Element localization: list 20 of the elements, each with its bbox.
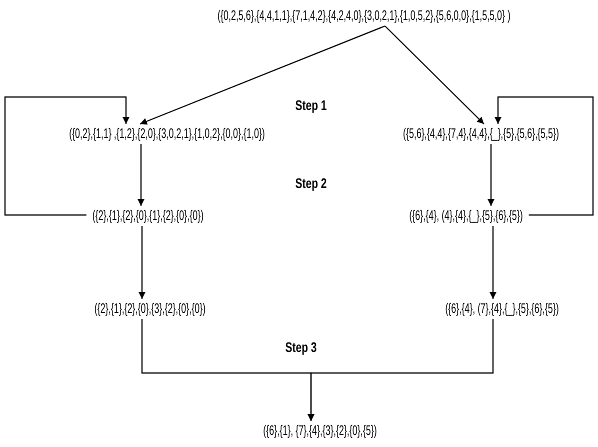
step-label: Step 3 bbox=[285, 339, 317, 355]
arrow bbox=[308, 319, 494, 421]
set-sequence: ({0,2},{1,1} ,{1,2},{2,0},{3,0,2,1},{1,0,2},{0,0},{1,0}) bbox=[69, 125, 265, 141]
arrow bbox=[140, 25, 386, 125]
set-sequence: ({6},{4}, (7},{4},{_},{5},{6},{5}) bbox=[445, 300, 559, 316]
set-sequence: ({0,2,5,6},{4,4,1,1},{7,1,4,2},{4,2,4,0},{3,0,2,1},{1,0,5,2},{5,6,0,0},{1,5,5,0} ) bbox=[218, 7, 510, 23]
set-sequence: ({6},{1}, {7},{4},{3},{2},{0},{5}) bbox=[263, 422, 377, 438]
set-sequence: ({5,6},{4,4},{7,4},{4,4},{_},{5},{5,6},{5,5}) bbox=[403, 125, 559, 141]
set-sequence: ({6},{4}, (4},{4},{_},{5},{6},{5}) bbox=[409, 207, 523, 223]
arrow bbox=[490, 226, 496, 299]
arrow bbox=[138, 226, 146, 299]
step-label: Step 1 bbox=[295, 97, 327, 113]
set-sequence: ({2},{1},{2},{0},{3},{2},{0},{0}) bbox=[94, 300, 206, 316]
arrow bbox=[384, 26, 484, 124]
arrow bbox=[138, 144, 144, 206]
set-sequence: ({2},{1},{2},{0},{1},{2},{0},{0}) bbox=[92, 207, 204, 223]
arrow bbox=[488, 144, 494, 206]
arrow bbox=[4, 96, 130, 216]
step-label: Step 2 bbox=[295, 175, 327, 191]
arrow bbox=[494, 96, 594, 216]
